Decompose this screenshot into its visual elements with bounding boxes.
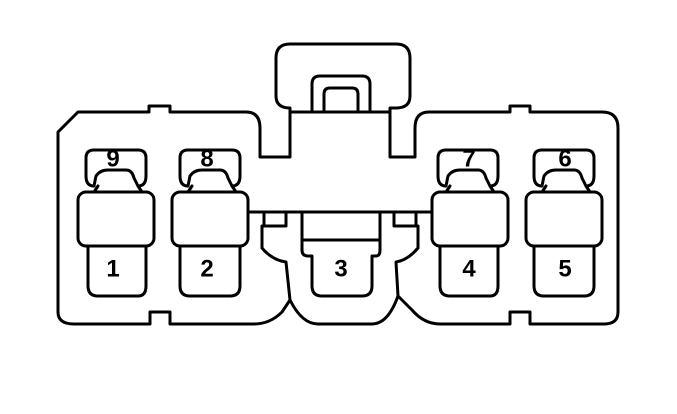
pin-label-3: 3 (334, 255, 347, 282)
pin-label-5: 5 (558, 255, 571, 282)
pin-label-1: 1 (106, 255, 119, 282)
cavity-2-8 (170, 148, 250, 298)
pin-label-2: 2 (200, 255, 213, 282)
connector-housing (56, 104, 620, 326)
center-bridge (248, 210, 434, 302)
locking-tab (274, 42, 412, 114)
cavity-3 (300, 210, 382, 298)
pin-label-8: 8 (200, 145, 213, 172)
pin-label-9: 9 (106, 145, 119, 172)
cavity-1-9 (76, 148, 156, 298)
pin-label-4: 4 (462, 255, 476, 282)
cavity-5-6 (524, 148, 604, 298)
cavity-4-7 (430, 148, 510, 298)
pin-label-7: 7 (462, 145, 475, 172)
pin-label-6: 6 (558, 145, 571, 172)
